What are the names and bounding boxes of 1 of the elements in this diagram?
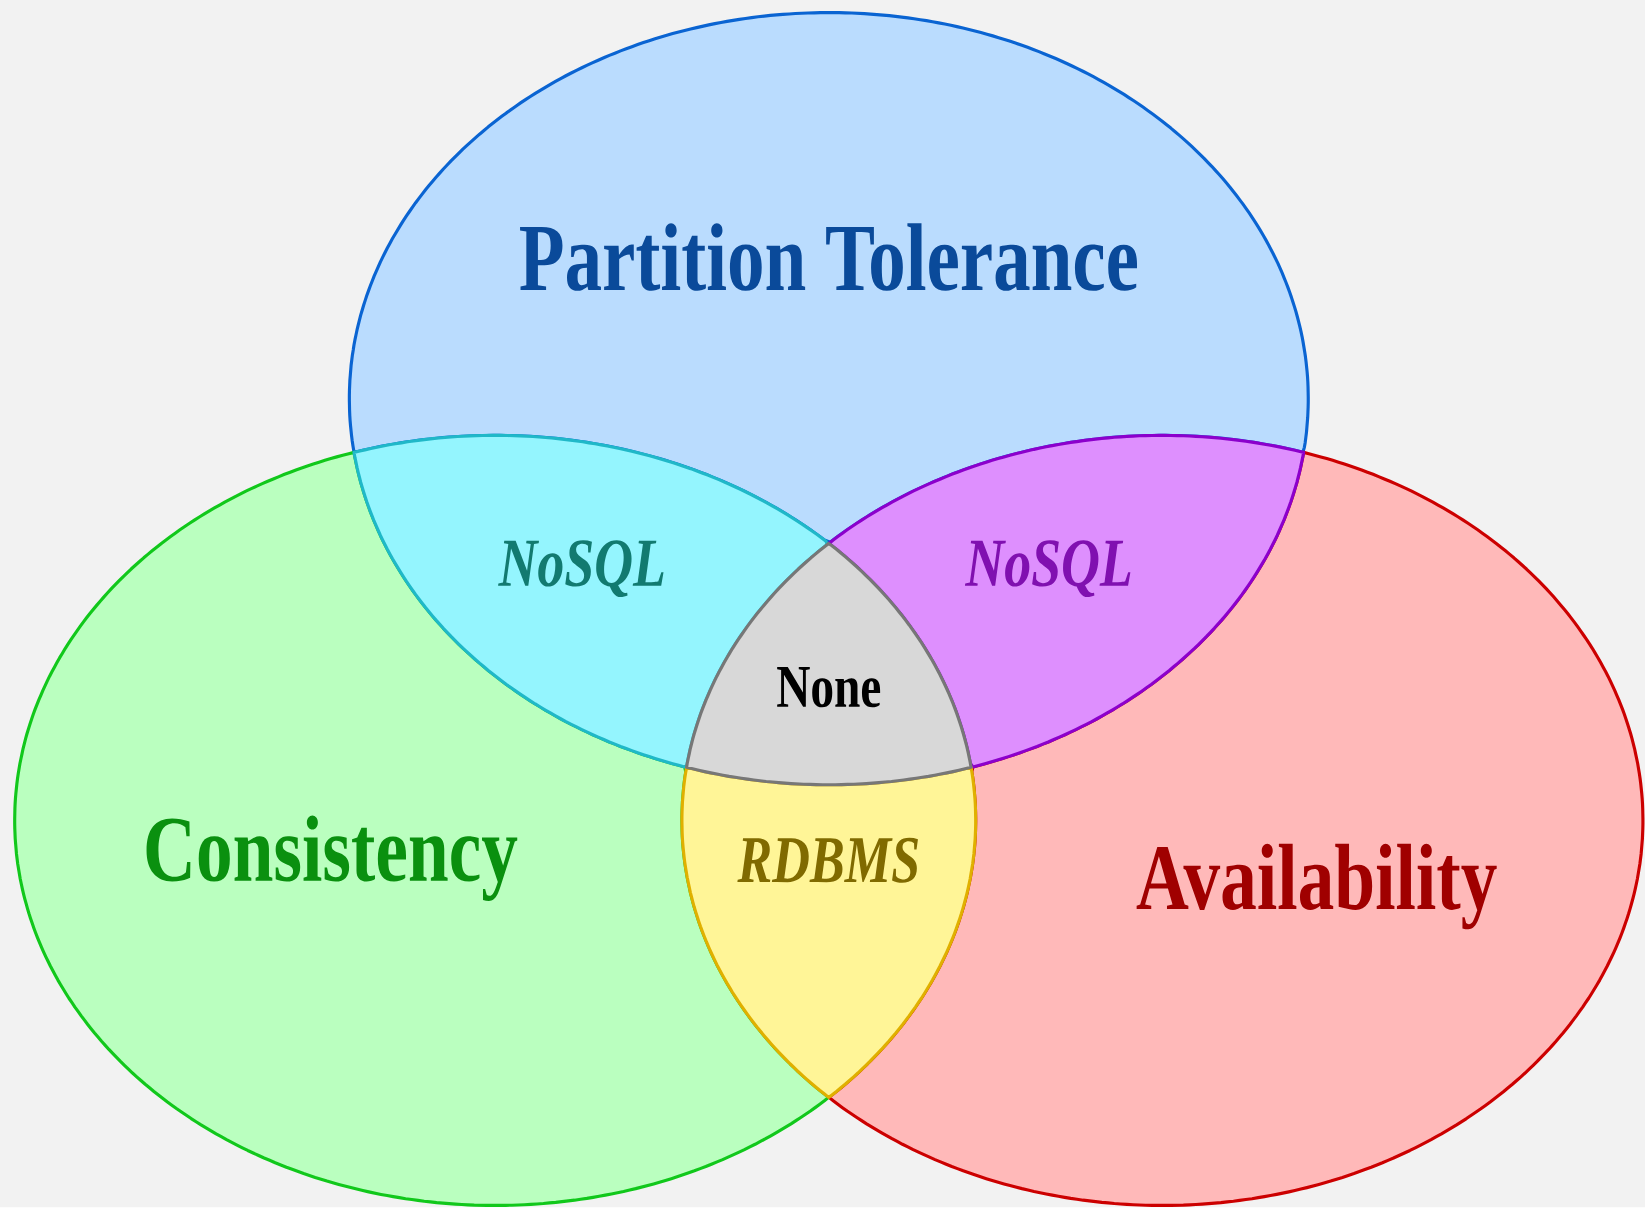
- overlap-region: RDBMS: [680, 766, 978, 1100]
